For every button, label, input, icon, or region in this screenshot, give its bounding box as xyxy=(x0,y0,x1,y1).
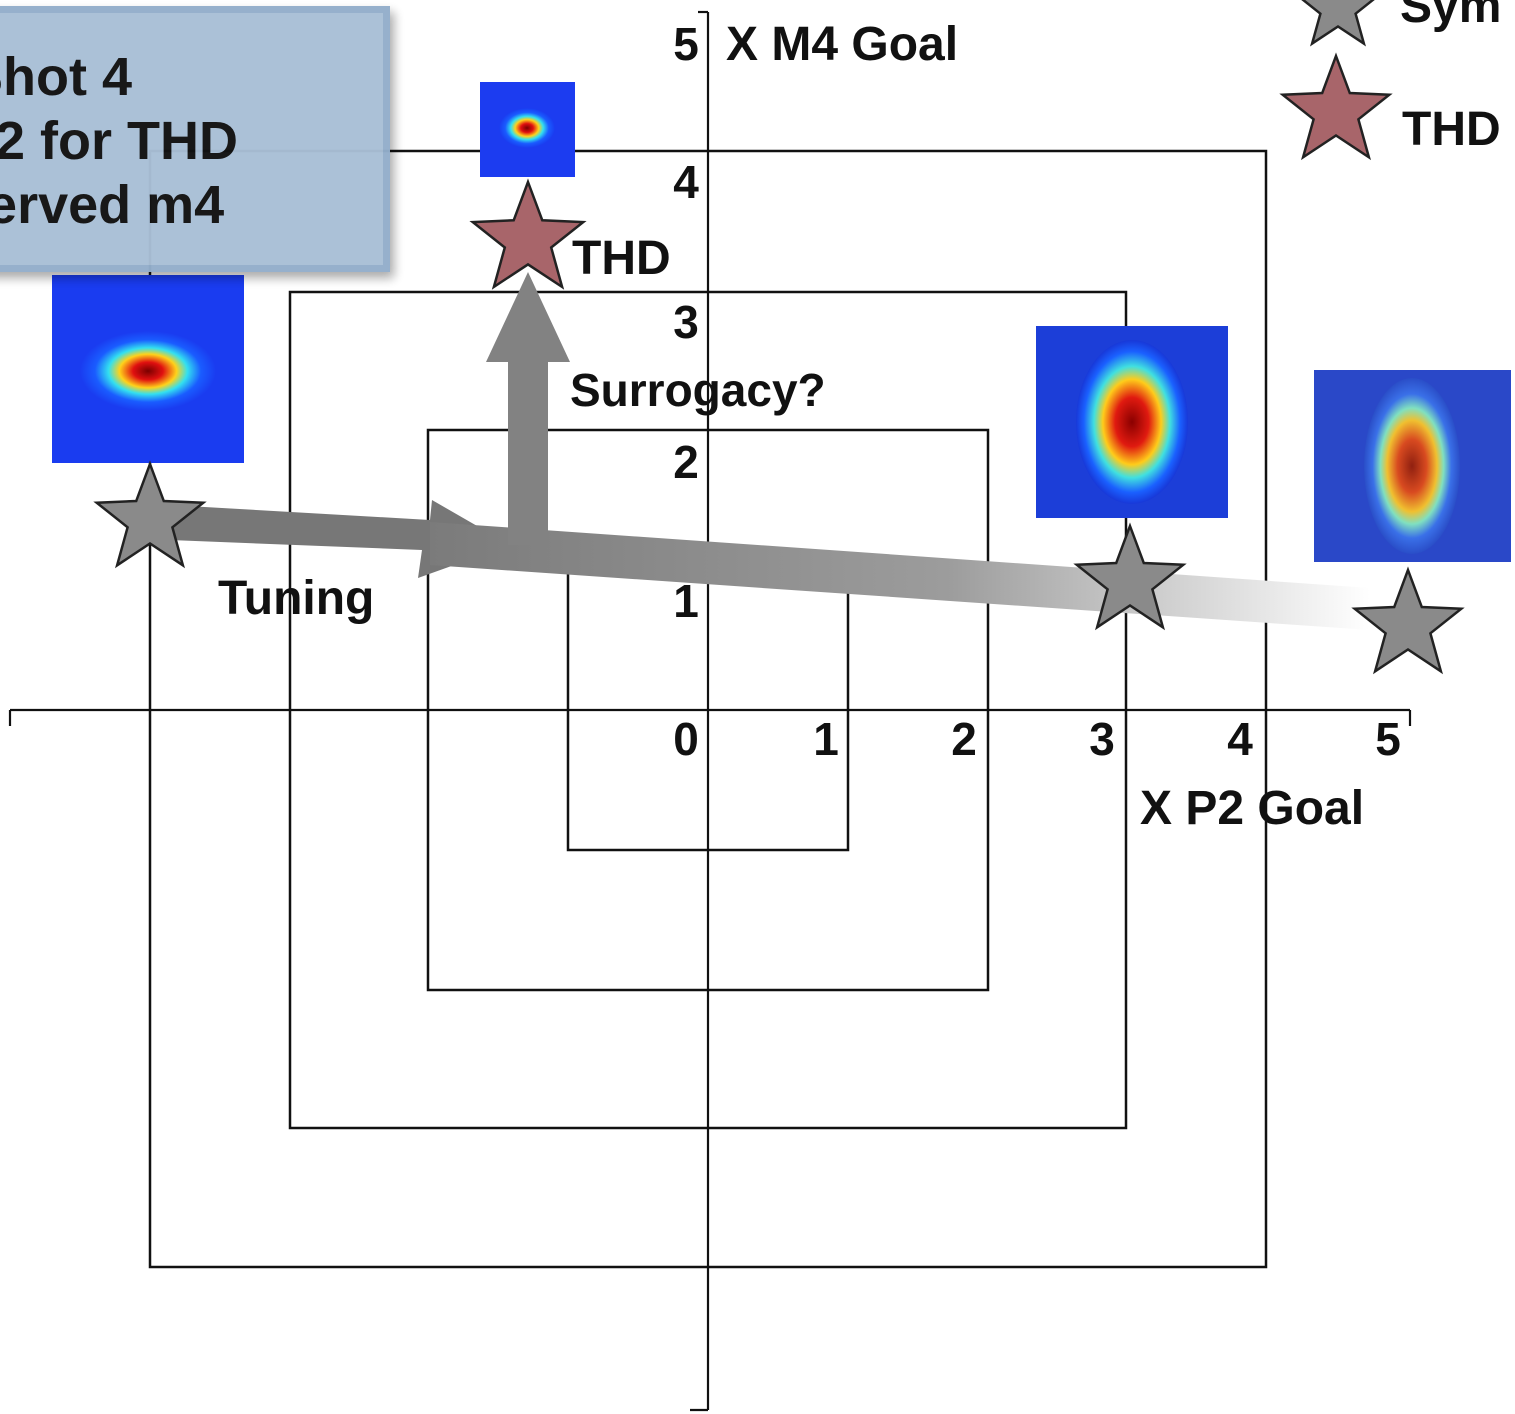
gray-star-icon xyxy=(93,460,207,569)
x-axis-title: X P2 Goal xyxy=(1140,782,1364,835)
legend-label-sym: Sym xyxy=(1400,0,1501,33)
y-tick-label: 1 xyxy=(673,575,699,627)
image-thumbnail-thd xyxy=(480,82,575,177)
y-tick-labels: 1 2 3 4 5 xyxy=(673,18,699,627)
callout-line: Shot 4 xyxy=(0,47,133,107)
callout-line: P2 for THD xyxy=(0,111,239,171)
tuning-arrow-shape xyxy=(170,500,510,578)
y-tick-label: 2 xyxy=(673,436,699,488)
surrogacy-label: Surrogacy? xyxy=(570,364,826,416)
legend-gray-star-icon xyxy=(1301,0,1375,47)
gray-star-icon xyxy=(1073,522,1187,631)
callout-line: served m4 xyxy=(0,175,225,235)
x-tick-label: 1 xyxy=(813,713,839,765)
x-tick-label: 0 xyxy=(673,713,699,765)
x-tick-label: 2 xyxy=(951,713,977,765)
stars xyxy=(93,178,1465,675)
y-tick-label: 4 xyxy=(673,156,699,208)
image-thumbnail-left xyxy=(52,275,244,463)
y-tick-label: 3 xyxy=(673,296,699,348)
image-thumbnail-far-right xyxy=(1314,370,1511,562)
image-blob xyxy=(1076,340,1188,504)
x-tick-label: 5 xyxy=(1375,713,1401,765)
y-tick-label: 5 xyxy=(673,18,699,70)
image-blob xyxy=(499,108,555,148)
red-star-icon xyxy=(1279,52,1393,161)
image-blob xyxy=(1364,378,1460,554)
surrogacy-arrow xyxy=(486,272,570,545)
image-blob xyxy=(80,331,216,411)
tuning-arrow xyxy=(170,500,510,578)
y-axis-title: X M4 Goal xyxy=(726,18,958,71)
gray-star-icon xyxy=(1301,0,1375,47)
legend-red-star-icon xyxy=(1279,52,1393,161)
gray-star-icon xyxy=(1351,566,1465,675)
red-star-icon xyxy=(469,178,587,290)
image-thumbnail-mid-right xyxy=(1036,326,1228,518)
tuning-label: Tuning xyxy=(218,572,374,625)
x-tick-labels: 0 1 2 3 4 5 xyxy=(673,713,1401,765)
trajectory-fade-arrow xyxy=(430,522,1370,630)
surrogacy-arrow-shape xyxy=(486,272,570,545)
callout-box: Shot 4 P2 for THD served m4 xyxy=(0,6,390,272)
thd-label: THD xyxy=(572,232,671,285)
legend: Sym THD xyxy=(1279,0,1501,161)
legend-label-thd: THD xyxy=(1402,103,1501,156)
axes xyxy=(8,10,1412,1412)
x-tick-label: 3 xyxy=(1089,713,1115,765)
x-tick-label: 4 xyxy=(1227,713,1253,765)
